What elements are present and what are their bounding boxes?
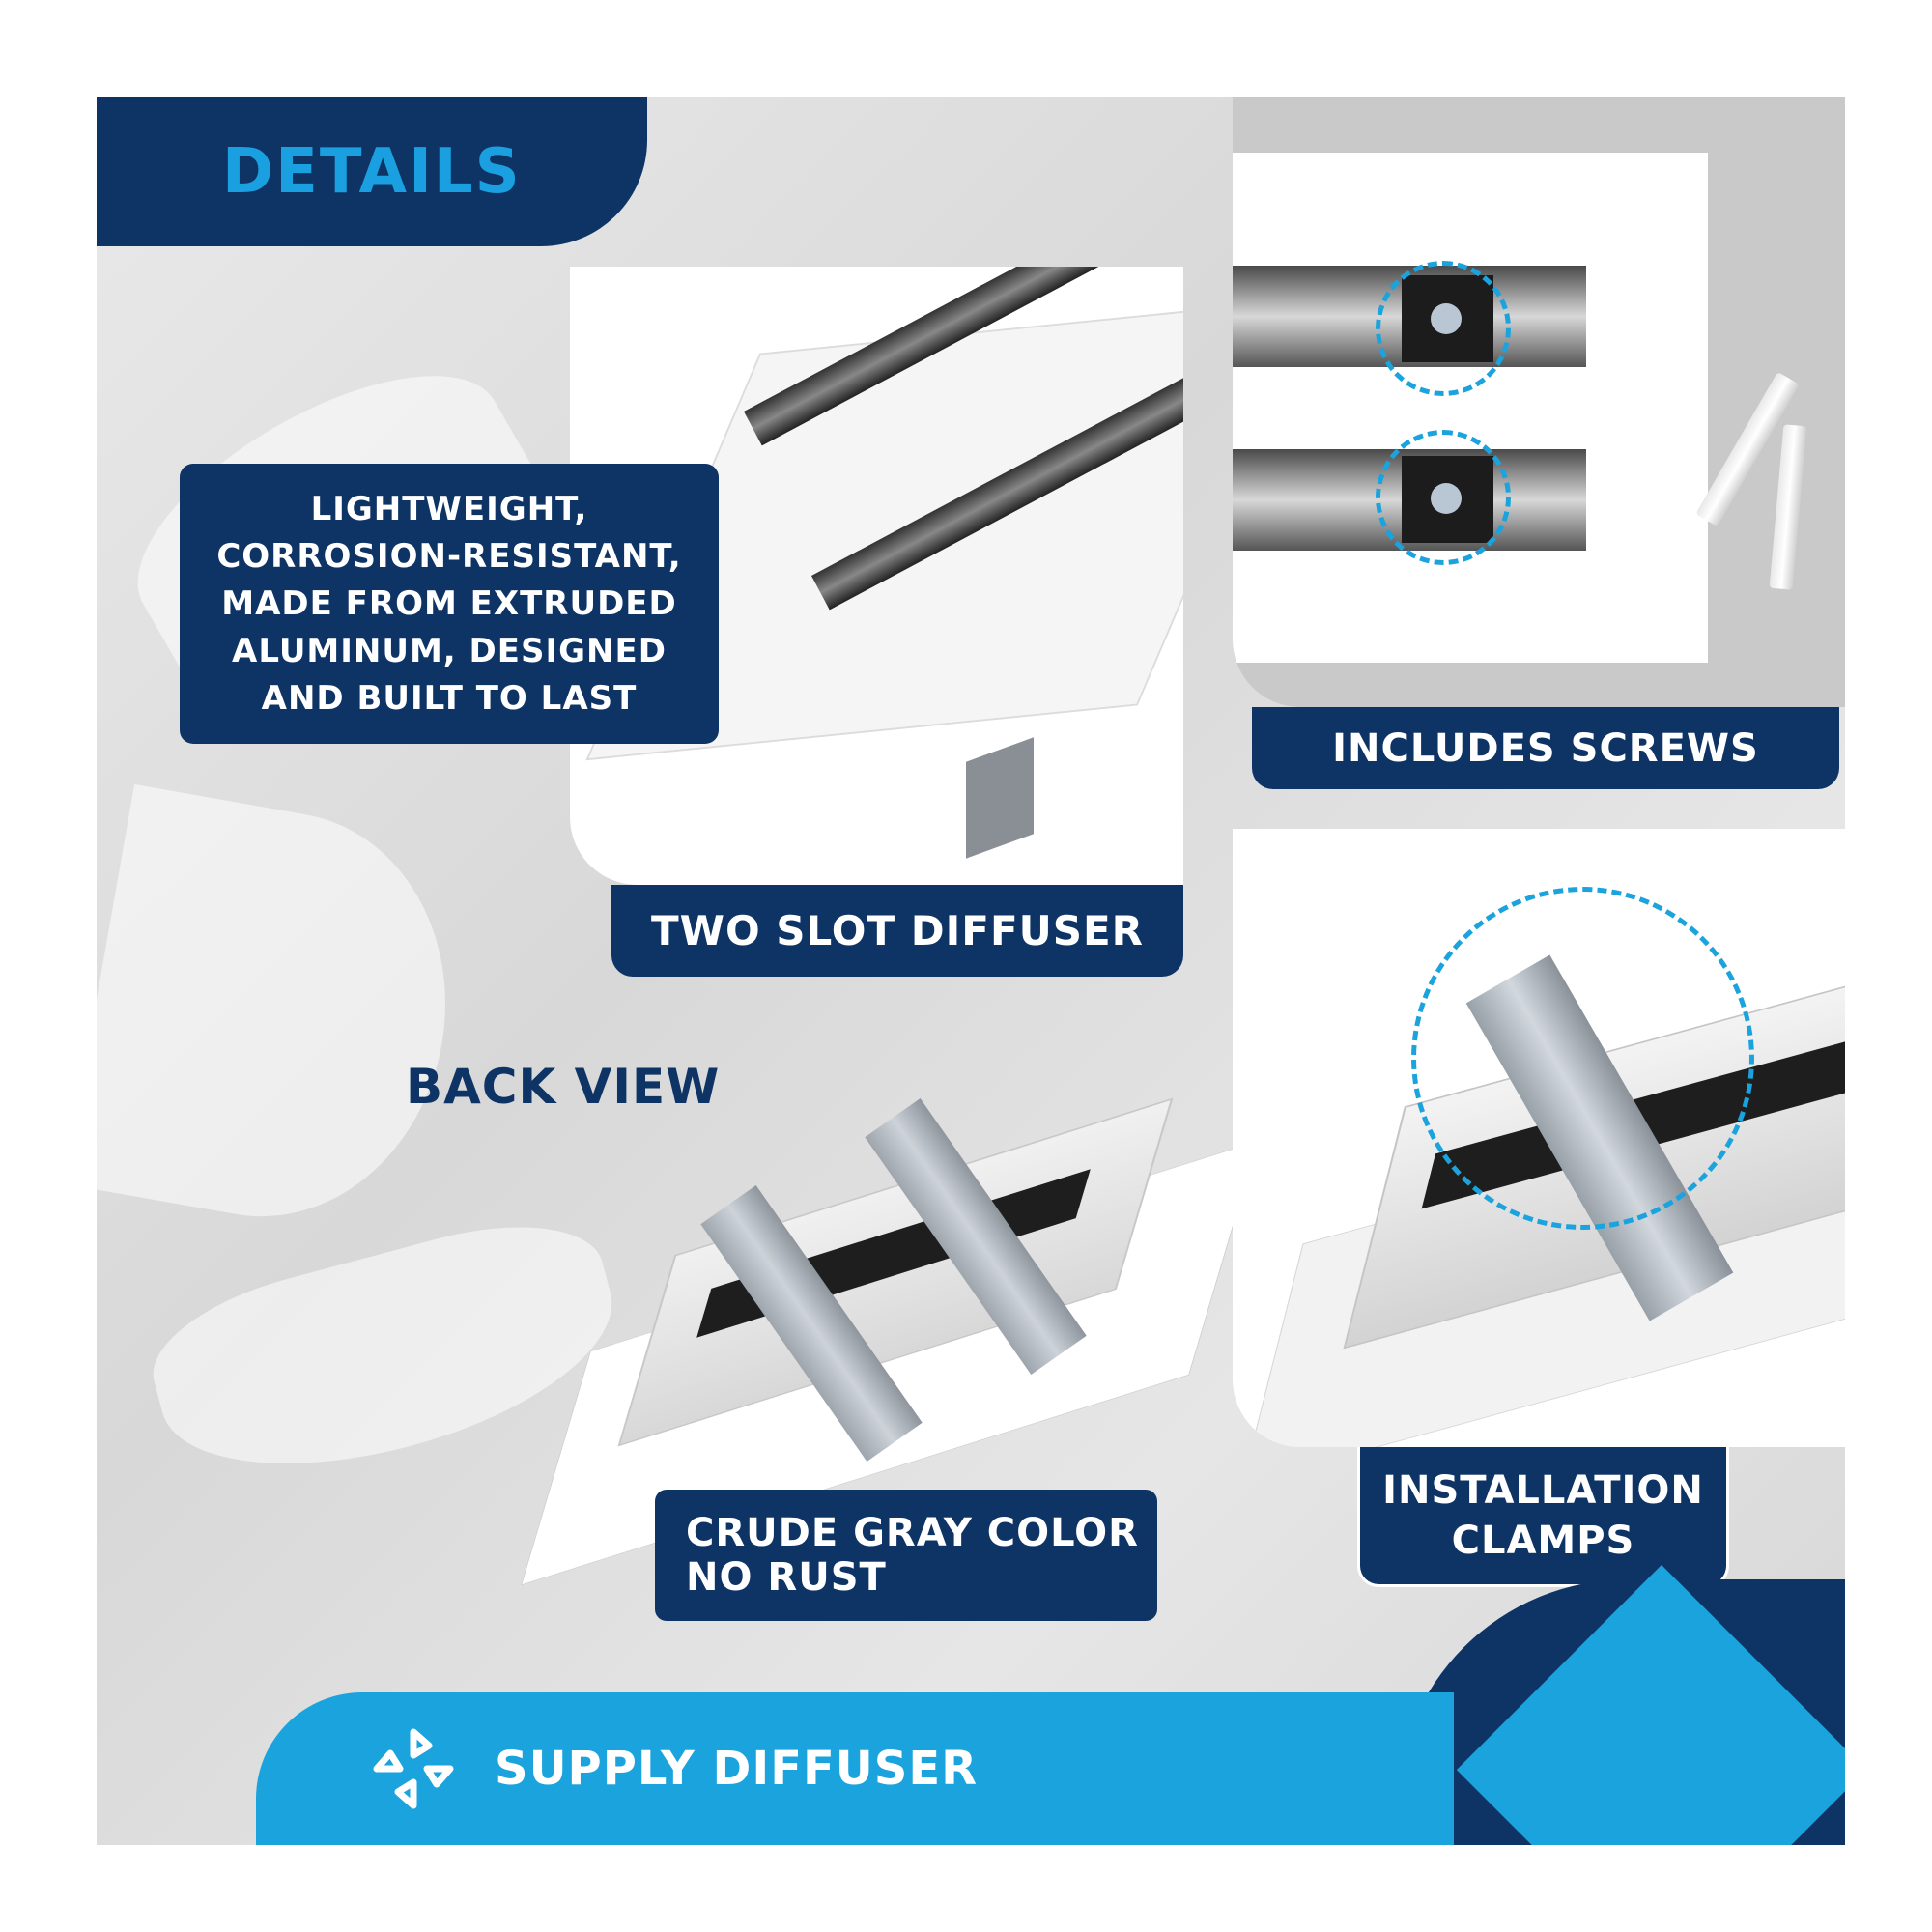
pinwheel-logo-icon [373, 1728, 454, 1809]
includes-screws-label: INCLUDES SCREWS [1252, 707, 1839, 789]
screw-highlight-circle [1376, 261, 1511, 396]
diffuser-closeup [1233, 153, 1708, 663]
crude-gray-color-label: CRUDE GRAY COLOR NO RUST [655, 1490, 1157, 1621]
details-header-tab: DETAILS [97, 97, 647, 246]
material-callout: LIGHTWEIGHT, CORROSION-RESISTANT, MADE F… [180, 464, 719, 744]
wall-screw-icon [1769, 424, 1807, 590]
brand-name: SUPPLY DIFFUSER [495, 1742, 979, 1796]
material-text: LIGHTWEIGHT, CORROSION-RESISTANT, MADE F… [216, 489, 682, 718]
two-slot-diffuser-label: TWO SLOT DIFFUSER [611, 885, 1183, 977]
page-title: DETAILS [222, 135, 522, 208]
back-view-heading: BACK VIEW [406, 1059, 721, 1115]
screws-photo [1233, 97, 1845, 707]
product-detail-canvas: DETAILS LIGHTWEIGHT, CORROSION-RESISTANT… [97, 97, 1845, 1845]
clamp-edge [966, 737, 1034, 859]
brand-footer-bar: SUPPLY DIFFUSER [256, 1692, 1454, 1845]
background-swirl-shape [97, 783, 477, 1245]
installation-clamps-photo [1233, 829, 1845, 1447]
screw-highlight-circle [1376, 430, 1511, 565]
clamp-highlight-circle [1411, 887, 1754, 1230]
installation-clamps-label: INSTALLATION CLAMPS [1357, 1447, 1729, 1587]
